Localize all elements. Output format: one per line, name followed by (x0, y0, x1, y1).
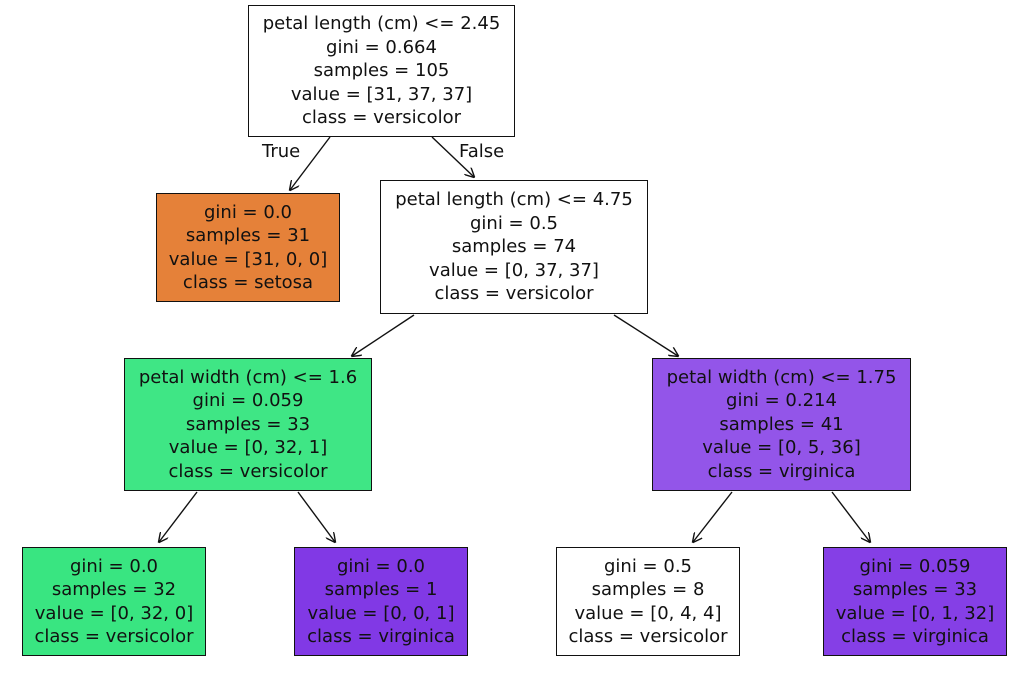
node-samples: samples = 1 (324, 579, 438, 600)
edge-rr-right (831, 491, 870, 542)
tree-leaf-virginica-1: gini = 0.0 samples = 1 value = [0, 0, 1]… (294, 547, 468, 656)
tree-node-right-left: petal width (cm) <= 1.6 gini = 0.059 sam… (124, 358, 372, 491)
tree-node-right-right: petal width (cm) <= 1.75 gini = 0.214 sa… (652, 358, 911, 491)
node-gini: gini = 0.664 (326, 36, 437, 58)
tree-leaf-versicolor-8: gini = 0.5 samples = 8 value = [0, 4, 4]… (556, 547, 740, 656)
node-samples: samples = 8 (591, 579, 705, 600)
node-value: value = [0, 37, 37] (429, 259, 599, 281)
node-class: class = versicolor (34, 626, 194, 647)
node-condition: petal width (cm) <= 1.75 (666, 366, 897, 388)
tree-leaf-versicolor-32: gini = 0.0 samples = 32 value = [0, 32, … (22, 547, 206, 656)
node-gini: gini = 0.5 (604, 555, 692, 577)
node-condition: petal length (cm) <= 2.45 (262, 13, 501, 35)
node-gini: gini = 0.059 (859, 555, 971, 577)
edge-label-false: False (459, 141, 505, 162)
node-value: value = [31, 37, 37] (290, 83, 473, 105)
node-value: value = [0, 4, 4] (574, 602, 722, 624)
node-value: value = [0, 5, 36] (702, 437, 861, 459)
edge-label-true: True (262, 141, 301, 162)
node-samples: samples = 32 (51, 579, 177, 600)
edge-rl-left (159, 491, 198, 542)
node-condition: petal width (cm) <= 1.6 (138, 366, 358, 388)
node-class: class = versicolor (301, 107, 462, 129)
node-value: value = [0, 32, 1] (168, 437, 328, 459)
node-samples: samples = 41 (719, 413, 844, 435)
edge-root-right (431, 136, 474, 177)
node-value: value = [31, 0, 0] (168, 248, 328, 270)
node-gini: gini = 0.059 (192, 390, 304, 412)
node-gini: gini = 0.5 (470, 212, 558, 234)
edge-root-left (290, 136, 331, 190)
node-gini: gini = 0.0 (70, 555, 158, 577)
node-samples: samples = 31 (185, 225, 311, 246)
node-class: class = versicolor (434, 283, 594, 305)
node-gini: gini = 0.0 (337, 555, 425, 577)
node-samples: samples = 33 (185, 413, 311, 435)
node-samples: samples = 105 (313, 60, 450, 82)
tree-leaf-setosa: gini = 0.0 samples = 31 value = [31, 0, … (156, 193, 340, 302)
node-class: class = versicolor (168, 460, 328, 482)
node-condition: petal length (cm) <= 4.75 (395, 189, 633, 211)
edge-rr-left (693, 491, 733, 542)
edge-right-right (613, 314, 678, 356)
tree-node-root: petal length (cm) <= 2.45 gini = 0.664 s… (248, 5, 515, 137)
node-class: class = virginica (707, 460, 856, 482)
tree-node-right: petal length (cm) <= 4.75 gini = 0.5 sam… (380, 180, 648, 314)
tree-leaf-virginica-33: gini = 0.059 samples = 33 value = [0, 1,… (823, 547, 1007, 656)
node-class: class = versicolor (568, 626, 728, 647)
node-value: value = [0, 1, 32] (835, 602, 995, 624)
node-samples: samples = 74 (451, 236, 577, 258)
node-gini: gini = 0.214 (726, 390, 837, 412)
node-class: class = virginica (307, 626, 455, 647)
node-samples: samples = 33 (852, 579, 978, 600)
node-gini: gini = 0.0 (204, 201, 292, 223)
edge-right-left (352, 314, 415, 356)
node-class: class = setosa (182, 272, 314, 293)
node-value: value = [0, 0, 1] (307, 602, 455, 624)
edge-rl-right (297, 491, 335, 542)
node-value: value = [0, 32, 0] (34, 602, 194, 624)
node-class: class = virginica (841, 626, 989, 647)
